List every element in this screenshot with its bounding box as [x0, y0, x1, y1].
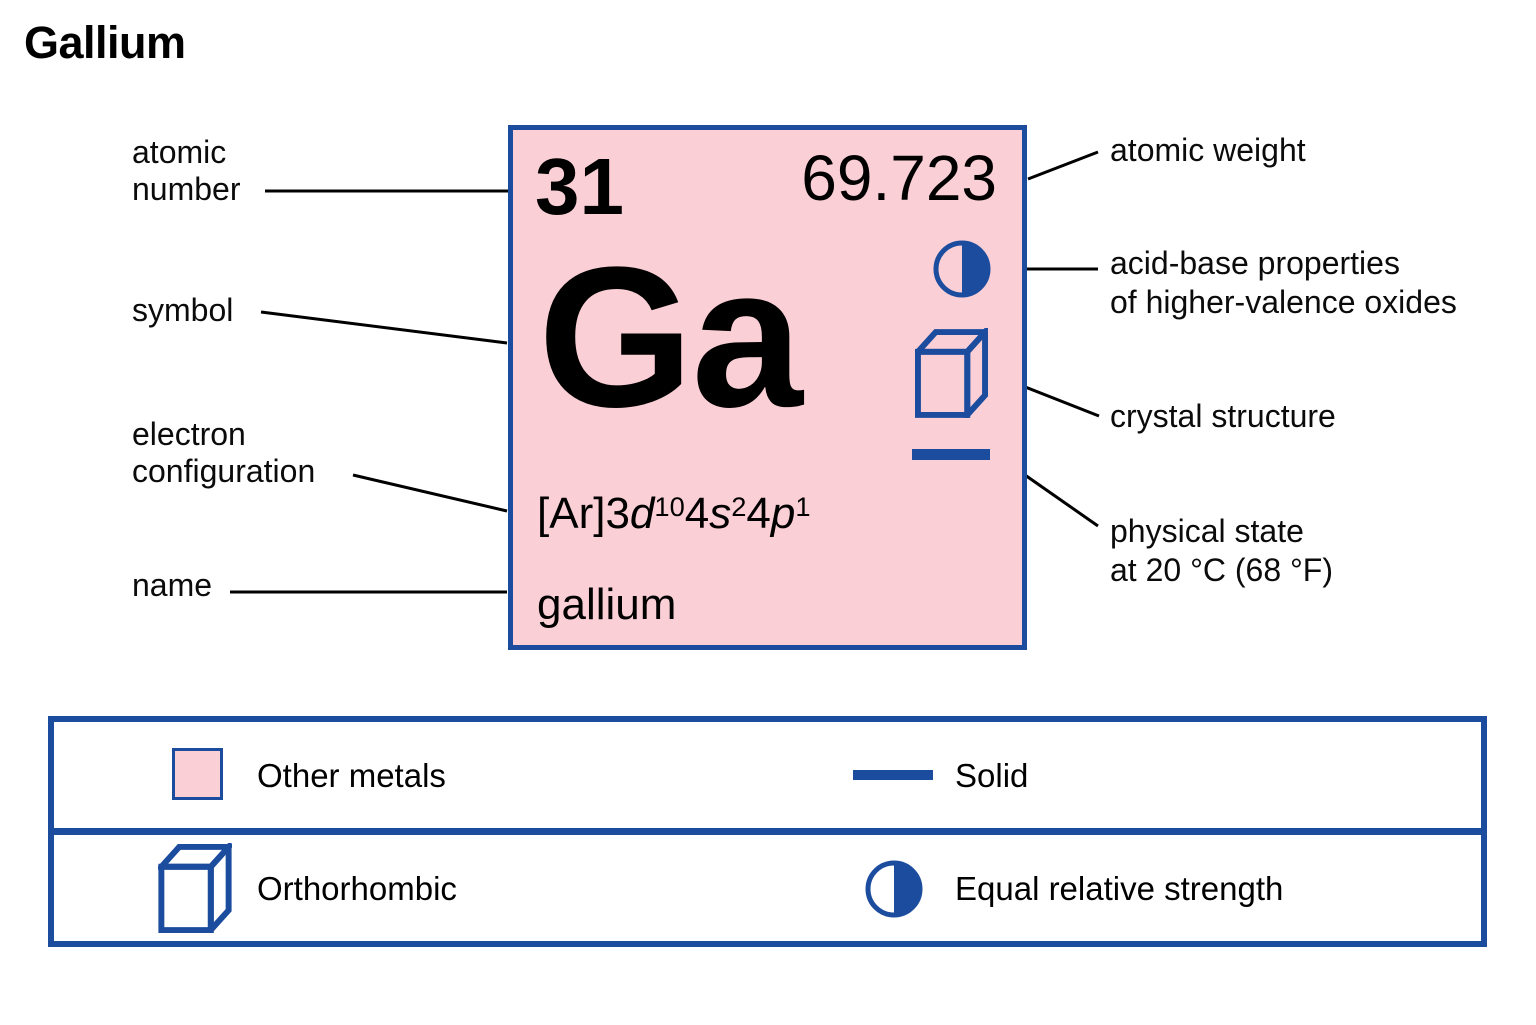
card-electron-configuration: [Ar]3d104s24p1	[537, 489, 811, 538]
other-metals-swatch-icon	[172, 748, 223, 800]
card-atomic-number: 31	[535, 142, 624, 231]
legend-label-other-metals: Other metals	[257, 757, 446, 794]
label-electron-configuration-line1: electron	[132, 416, 246, 452]
label-crystal-structure: crystal structure	[1110, 398, 1336, 434]
label-electron-configuration: electron configuration	[132, 416, 315, 490]
orthorhombic-cube-icon	[158, 843, 232, 933]
legend-divider	[48, 828, 1487, 835]
legend-label-orthorhombic: Orthorhombic	[257, 870, 457, 907]
solid-dash-icon	[853, 770, 933, 780]
half-filled-circle-icon	[933, 240, 991, 298]
label-acid-base: acid-base properties of higher-valence o…	[1110, 244, 1457, 322]
orthorhombic-cube-icon	[915, 328, 988, 418]
half-filled-circle-icon	[865, 860, 923, 918]
legend-label-equal-relative-strength: Equal relative strength	[955, 870, 1284, 907]
label-electron-configuration-line2: configuration	[132, 453, 316, 489]
card-atomic-weight: 69.723	[801, 142, 997, 214]
element-card: 31 69.723 Ga [Ar]3d104s24p1 gallium	[508, 125, 1027, 650]
label-atomic-number: atomic number	[132, 134, 241, 208]
label-acid-base-line1: acid-base properties	[1110, 245, 1400, 281]
label-symbol: symbol	[132, 292, 234, 328]
label-atomic-number-line1: atomic	[132, 134, 227, 170]
label-physical-state-line1: physical state	[1110, 513, 1304, 549]
label-atomic-weight: atomic weight	[1110, 132, 1306, 168]
label-acid-base-line2: of higher-valence oxides	[1110, 284, 1457, 320]
label-atomic-number-line2: number	[132, 171, 241, 207]
page-title: Gallium	[24, 17, 186, 68]
card-element-symbol: Ga	[538, 226, 803, 449]
label-physical-state: physical state at 20 °C (68 °F)	[1110, 512, 1333, 590]
leader-symbol	[260, 310, 508, 345]
solid-dash-icon	[912, 449, 990, 460]
card-element-name: gallium	[537, 580, 677, 629]
leader-atomic-weight	[1027, 150, 1099, 181]
label-name: name	[132, 567, 213, 603]
leader-electron-configuration	[352, 473, 508, 513]
legend-label-solid: Solid	[955, 757, 1029, 794]
label-physical-state-line2: at 20 °C (68 °F)	[1110, 552, 1333, 588]
